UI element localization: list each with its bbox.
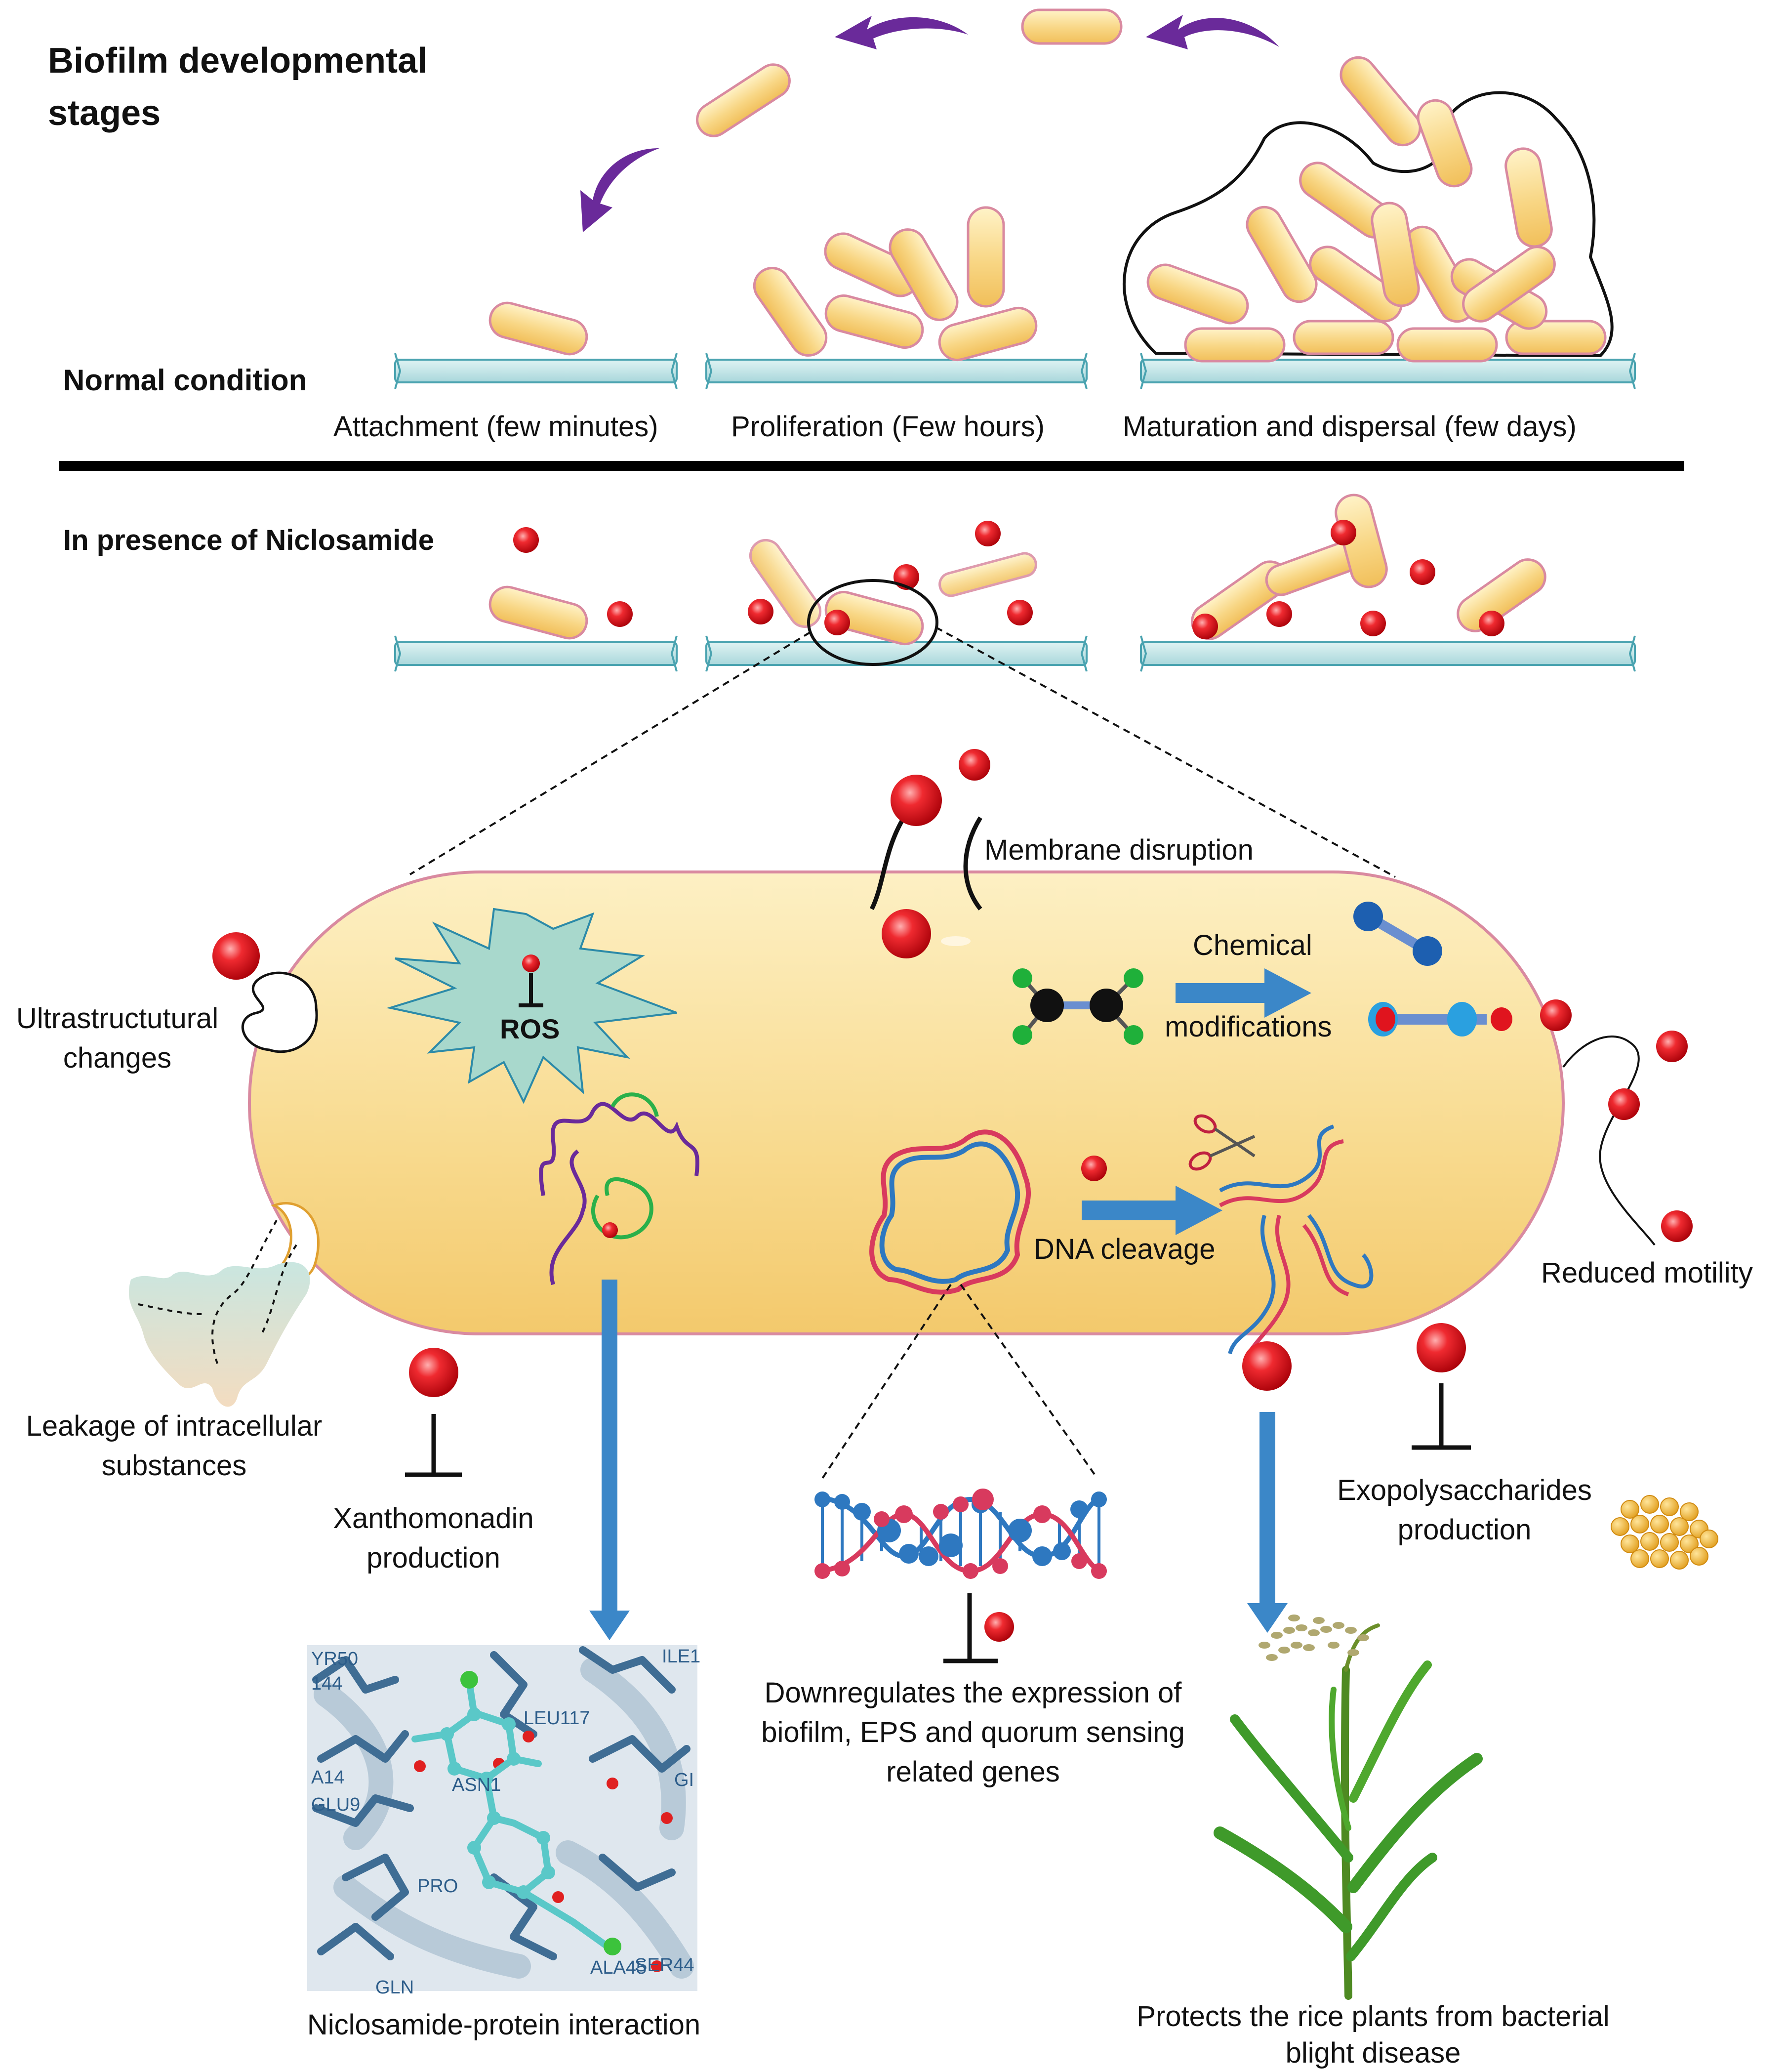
- docking-label: YR50: [311, 1649, 358, 1669]
- inhibition-genes: [943, 1593, 998, 1663]
- bacteria-maturation: [1146, 56, 1607, 363]
- docking-label: PRO: [417, 1876, 458, 1897]
- niclosamide-outside: [409, 999, 1693, 1642]
- rice-label-line2: blight disease: [1285, 2037, 1461, 2069]
- ultrastructural-label-line1: Ultrastructutural: [16, 1002, 219, 1035]
- docking-label: GLU9: [311, 1794, 360, 1815]
- ultrastructure-blob: [242, 971, 318, 1053]
- rice-label-line1: Protects the rice plants from bacterial: [1137, 2000, 1610, 2032]
- inhibition-xanthomonadin: [405, 1414, 462, 1477]
- section-divider: [59, 461, 1684, 471]
- docking-label: ALA45: [590, 1957, 647, 1978]
- ultrastructural-label-line2: changes: [63, 1042, 172, 1074]
- docking-label: SER44: [635, 1955, 694, 1976]
- xanthomonadin-label-line2: production: [366, 1542, 500, 1574]
- niclosamide-membrane: [882, 749, 990, 958]
- dispersal-arrows: [580, 15, 1279, 232]
- normal-surfaces: [394, 353, 1636, 389]
- biofilm-matrix: [1122, 91, 1614, 358]
- leakage-substances: [128, 1262, 310, 1407]
- ros-inhibition: [519, 973, 543, 1007]
- docking-label: LEU117: [524, 1708, 590, 1729]
- docking-image: YR50 144 A14 GLU9 LEU117 ASN1 ILE1 GI PR…: [307, 1645, 700, 1998]
- docking-label: A14: [311, 1767, 345, 1788]
- bacteria-attachment: [488, 301, 588, 356]
- protein-niclosamide: [602, 1222, 618, 1238]
- niclosamide-surfaces: [394, 635, 1636, 672]
- bacteria-proliferation: [753, 206, 1038, 362]
- dna-cleavage-arrow: [1082, 1186, 1222, 1235]
- genes-label-line1: Downregulates the expression of: [764, 1677, 1182, 1709]
- genes-label-line3: related genes: [886, 1756, 1060, 1788]
- flagellum: [1562, 1036, 1656, 1246]
- docking-label: GLN: [375, 1977, 414, 1998]
- membrane-pore: [869, 816, 982, 911]
- chemical-label-line1: Chemical: [1193, 929, 1312, 961]
- molecule-intact: [1013, 968, 1143, 1045]
- rice-panicle: [1259, 1615, 1369, 1661]
- eps-label-line2: production: [1397, 1514, 1532, 1546]
- docking-label: 144: [311, 1673, 342, 1694]
- chemical-arrow: [1176, 968, 1311, 1018]
- stage-attachment: Attachment (few minutes): [333, 411, 658, 443]
- zoom-indicator: [409, 579, 1396, 878]
- scissors-icon: [1188, 1114, 1256, 1171]
- dna-niclosamide: [1081, 1156, 1107, 1181]
- docking-label: ASN1: [452, 1775, 501, 1795]
- stage-proliferation: Proliferation (Few hours): [731, 411, 1045, 443]
- leakage-dashes: [138, 1220, 297, 1364]
- figure-title-line1: Biofilm developmental: [48, 41, 428, 81]
- dna-zoom-lines: [819, 1284, 1097, 1483]
- reduced-motility-label: Reduced motility: [1541, 1257, 1753, 1289]
- molecule-modified: [1353, 902, 1512, 1036]
- xanthomonadin-label-line1: Xanthomonadin: [333, 1502, 534, 1534]
- stage-maturation: Maturation and dispersal (few days): [1123, 411, 1577, 443]
- linear-dna: [814, 1489, 1107, 1579]
- blue-down-arrows: [589, 1280, 1288, 1640]
- inhibition-eps: [1412, 1383, 1471, 1450]
- normal-condition-label: Normal condition: [63, 364, 307, 397]
- bacteria-dispersing: [696, 8, 1123, 137]
- leakage-label-line2: substances: [101, 1450, 247, 1482]
- protein-structure: [539, 1092, 699, 1285]
- dna-cleavage-label: DNA cleavage: [1034, 1233, 1216, 1265]
- figure-title-line2: stages: [48, 93, 161, 133]
- ultra-niclosamide: [212, 932, 260, 980]
- niclosamide-label: In presence of Niclosamide: [63, 524, 435, 556]
- circular-dna: [869, 1129, 1031, 1295]
- interaction-label: Niclosamide-protein interaction: [307, 2009, 701, 2041]
- genes-label-line2: biofilm, EPS and quorum sensing: [761, 1716, 1185, 1748]
- docking-label: GI: [674, 1770, 694, 1790]
- ros-niclosamide: [522, 954, 540, 972]
- rice-plant: [1214, 1623, 1483, 2000]
- eps-cluster: [1611, 1495, 1718, 1570]
- eps-label-line1: Exopolysaccharides: [1337, 1474, 1592, 1506]
- docking-label: ILE1: [662, 1646, 700, 1667]
- membrane-gap: [941, 936, 971, 946]
- leakage-label-line1: Leakage of intracellular: [26, 1410, 323, 1442]
- chemical-label-line2: modifications: [1165, 1011, 1332, 1043]
- membrane-disruption-label: Membrane disruption: [984, 834, 1254, 866]
- ros-label: ROS: [500, 1013, 560, 1044]
